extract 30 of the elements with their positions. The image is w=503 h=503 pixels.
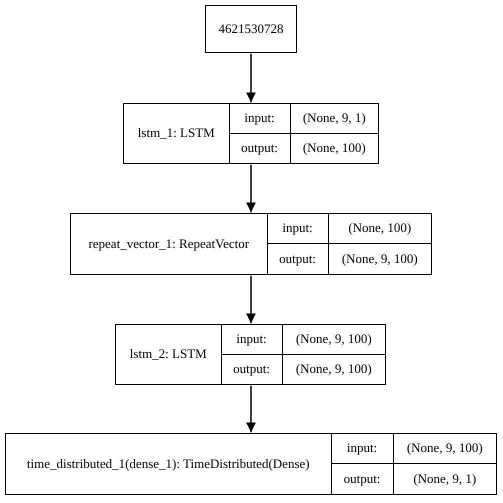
- input-label: input:: [346, 441, 378, 456]
- output-value: (None, 9, 1): [413, 472, 476, 486]
- input-label: input:: [282, 221, 313, 236]
- input-box: [205, 5, 297, 53]
- node-id: 4621530728: [218, 22, 284, 36]
- output-label: output:: [279, 252, 316, 266]
- input-value: (None, 100): [348, 221, 412, 236]
- arrow: [246, 276, 256, 324]
- arrow: [246, 386, 256, 432]
- layer-box: [5, 433, 497, 495]
- output-label: output:: [233, 362, 270, 376]
- layer-box: [70, 213, 432, 275]
- output-value: (None, 9, 100): [296, 362, 372, 376]
- output-label: output:: [344, 472, 380, 486]
- input-value: (None, 9, 1): [302, 111, 366, 126]
- layer-name: lstm_1: LSTM: [138, 126, 215, 141]
- layer-name: lstm_2: LSTM: [130, 347, 207, 362]
- output-label: output:: [241, 141, 278, 156]
- arrow: [246, 54, 256, 102]
- input-label: input:: [244, 111, 275, 126]
- layer-name: time_distributed_1(dense_1): TimeDistributed(Dense): [26, 456, 310, 472]
- input-value: (None, 9, 100): [296, 332, 372, 346]
- output-value: (None, 100): [302, 141, 366, 156]
- output-value: (None, 9, 100): [342, 252, 418, 266]
- input-label: input:: [236, 332, 267, 346]
- layer-box: [115, 324, 386, 385]
- layer-box: [123, 103, 379, 164]
- input-value: (None, 9, 100): [406, 441, 483, 456]
- layer-name: repeat_vector_1: RepeatVector: [88, 236, 250, 252]
- arrow: [246, 164, 256, 212]
